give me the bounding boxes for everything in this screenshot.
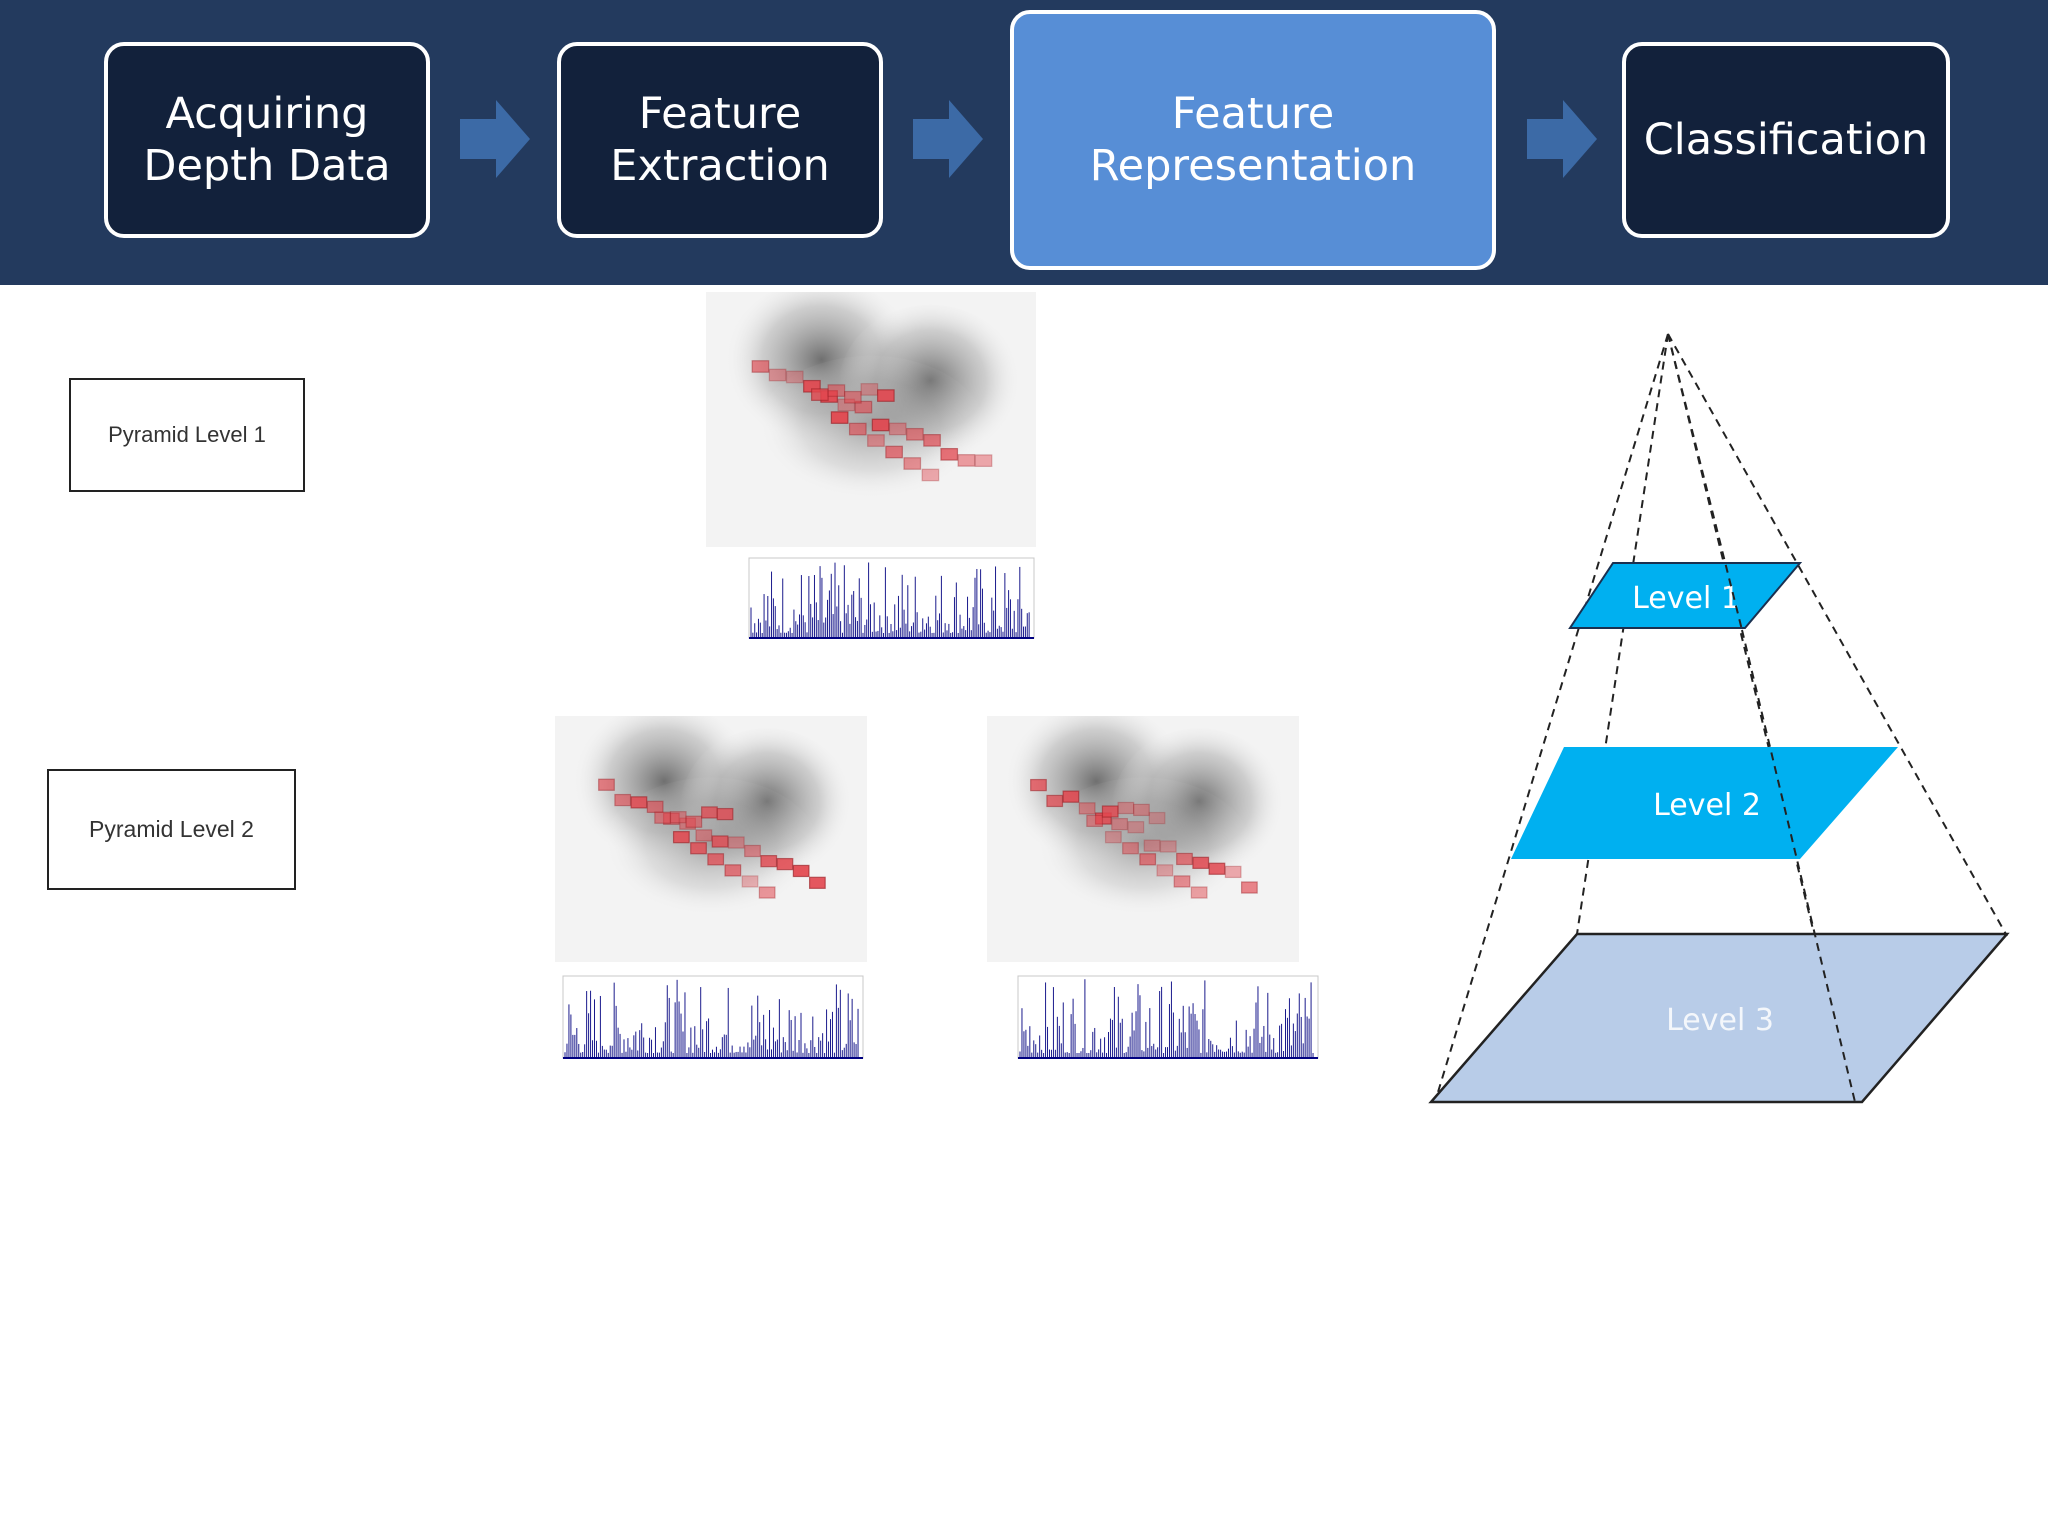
pyramid-level-2-text: Pyramid Level 2: [89, 816, 254, 842]
pyramid-level-1: Level 1: [1568, 562, 1803, 629]
pyramid-level-3-label: Level 3: [1666, 1003, 1774, 1038]
arrow-right-icon: [460, 100, 530, 178]
pipeline-header: Acquiring Depth Data Feature Extraction …: [0, 0, 2048, 285]
step-classification[interactable]: Classification: [1622, 42, 1950, 238]
depth-map-level1: [706, 292, 1036, 547]
depth-map-level2-right: [987, 716, 1299, 962]
pyramid-level-2: Level 2: [1511, 747, 1898, 859]
step-feature-representation[interactable]: Feature Representation: [1010, 10, 1496, 270]
step-feature-extraction[interactable]: Feature Extraction: [557, 42, 883, 238]
step-acquiring-depth-data[interactable]: Acquiring Depth Data: [104, 42, 430, 238]
pyramid-level-1-label: Pyramid Level 1: [69, 378, 305, 492]
pyramid-level-3: Level 3: [1428, 932, 2010, 1104]
spatial-pyramid-diagram: Level 3 Level 2 Level 1: [1428, 333, 2010, 1104]
histogram-level2-right: [1017, 975, 1319, 1059]
pyramid-level-2-label: Level 2: [1653, 788, 1761, 823]
pyramid-level-2-label: Pyramid Level 2: [47, 769, 296, 890]
arrow-right-icon: [1527, 100, 1597, 178]
pyramid-level-1-label: Level 1: [1632, 581, 1740, 616]
histogram-level1: [748, 557, 1035, 639]
histogram-level2-left: [562, 975, 864, 1059]
depth-map-level2-left: [555, 716, 867, 962]
pyramid-level-1-text: Pyramid Level 1: [108, 422, 266, 447]
arrow-right-icon: [913, 100, 983, 178]
